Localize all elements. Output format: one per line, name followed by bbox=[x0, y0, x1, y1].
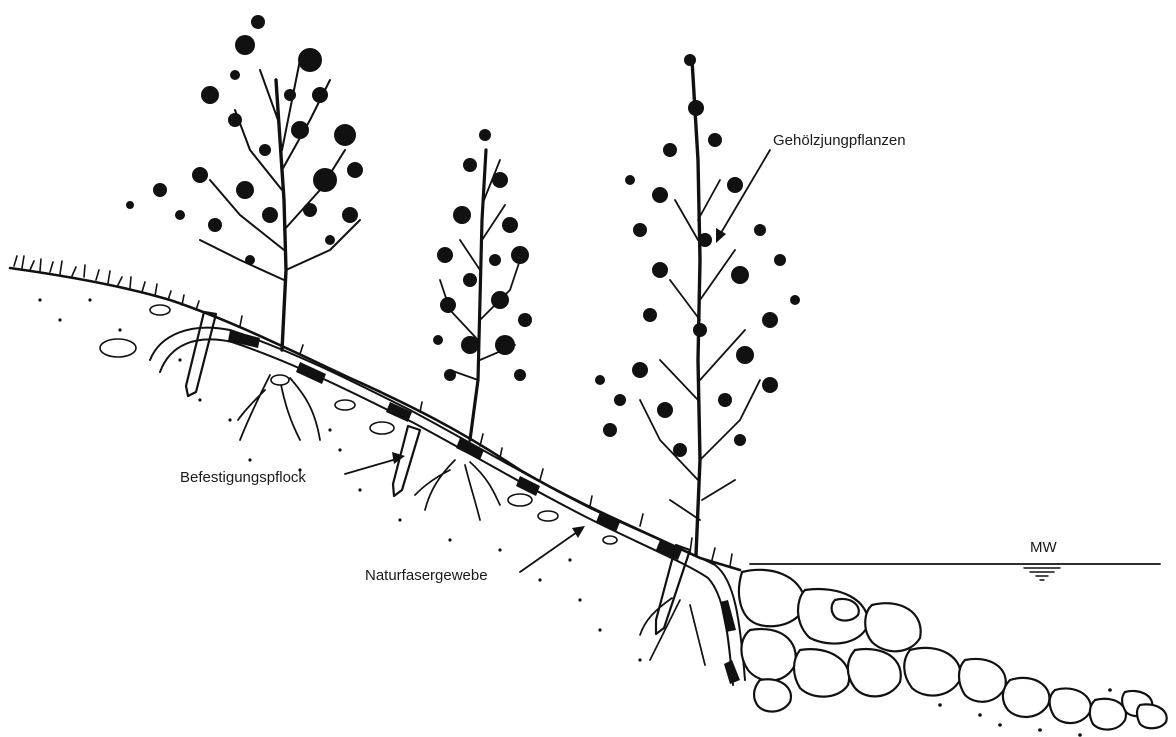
label-fabric: Naturfasergewebe bbox=[365, 567, 488, 584]
tree-middle bbox=[415, 129, 532, 520]
stake-left bbox=[186, 312, 216, 396]
water-level-line bbox=[750, 564, 1160, 580]
soil-texture bbox=[38, 298, 641, 661]
tree-left bbox=[126, 15, 363, 440]
label-plants: Gehölzjungpflanzen bbox=[773, 132, 906, 149]
stake-right bbox=[656, 545, 690, 634]
rock-fill bbox=[739, 570, 1167, 737]
label-water-level: MW bbox=[1030, 539, 1057, 556]
leader-fabric bbox=[520, 526, 585, 572]
ground-surface bbox=[10, 256, 740, 570]
label-stake: Befestigungspflock bbox=[180, 469, 306, 486]
